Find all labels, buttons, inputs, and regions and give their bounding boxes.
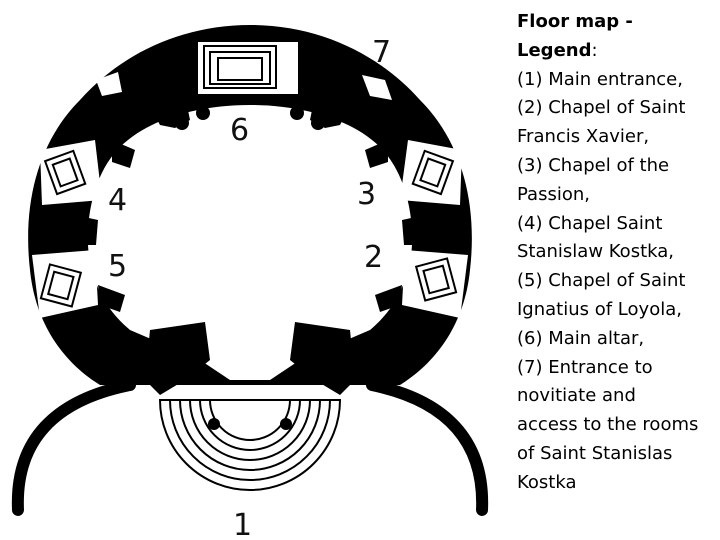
legend-line: access to the rooms	[517, 414, 699, 436]
legend-line: Stanislaw Kostka,	[517, 241, 674, 263]
legend-line: (7) Entrance to	[517, 356, 653, 378]
legend-line: Passion,	[517, 183, 590, 205]
altar-columns	[175, 106, 325, 130]
top-left-cut	[96, 72, 122, 96]
label-3: 3	[357, 177, 376, 212]
legend: Floor map - Legend: (1) Main entrance, (…	[517, 8, 717, 498]
legend-title-bold: Legend	[517, 39, 592, 61]
legend-line: novitiate and	[517, 385, 636, 407]
legend-line: (6) Main altar,	[517, 327, 645, 349]
main-altar-box	[198, 42, 298, 94]
legend-title-line2: Legend:	[517, 37, 717, 66]
legend-line: (4) Chapel Saint	[517, 212, 663, 234]
label-6: 6	[230, 113, 249, 148]
floor-plan: 1 2 3 4 5 6 7	[11, 25, 489, 540]
legend-line: (5) Chapel of Saint	[517, 270, 686, 292]
legend-line: Kostka	[517, 471, 577, 493]
portico-left-arc	[11, 379, 136, 516]
chapel-altar-left-upper	[43, 149, 87, 196]
floor-plan-drawing: 1 2 3 4 5 6 7	[11, 25, 489, 540]
legend-line: of Saint Stanislas	[517, 442, 673, 464]
label-2: 2	[364, 240, 383, 275]
label-4: 4	[108, 183, 127, 218]
top-right-cut	[362, 75, 392, 100]
chapel-altar-right-upper	[411, 149, 455, 196]
label-1: 1	[233, 508, 252, 540]
legend-line: Ignatius of Loyola,	[517, 298, 682, 320]
entrance-steps	[158, 399, 342, 491]
chapel-altar-left-lower	[39, 263, 83, 308]
chapel-niche-right-upper	[400, 140, 462, 205]
legend-title-line1: Floor map -	[517, 11, 633, 32]
label-5: 5	[108, 249, 127, 284]
legend-line: (1) Main entrance,	[517, 68, 683, 90]
chapel-altar-right-lower	[414, 257, 458, 302]
legend-line: Francis Xavier,	[517, 126, 650, 148]
label-7: 7	[372, 35, 391, 70]
legend-line: (2) Chapel of Saint	[517, 97, 686, 119]
legend-line: (3) Chapel of the	[517, 154, 670, 176]
entrance-pillars	[145, 322, 355, 395]
legend-title-colon: :	[591, 39, 598, 61]
nave-interior	[87, 105, 413, 380]
portico-right-arc	[366, 379, 489, 516]
